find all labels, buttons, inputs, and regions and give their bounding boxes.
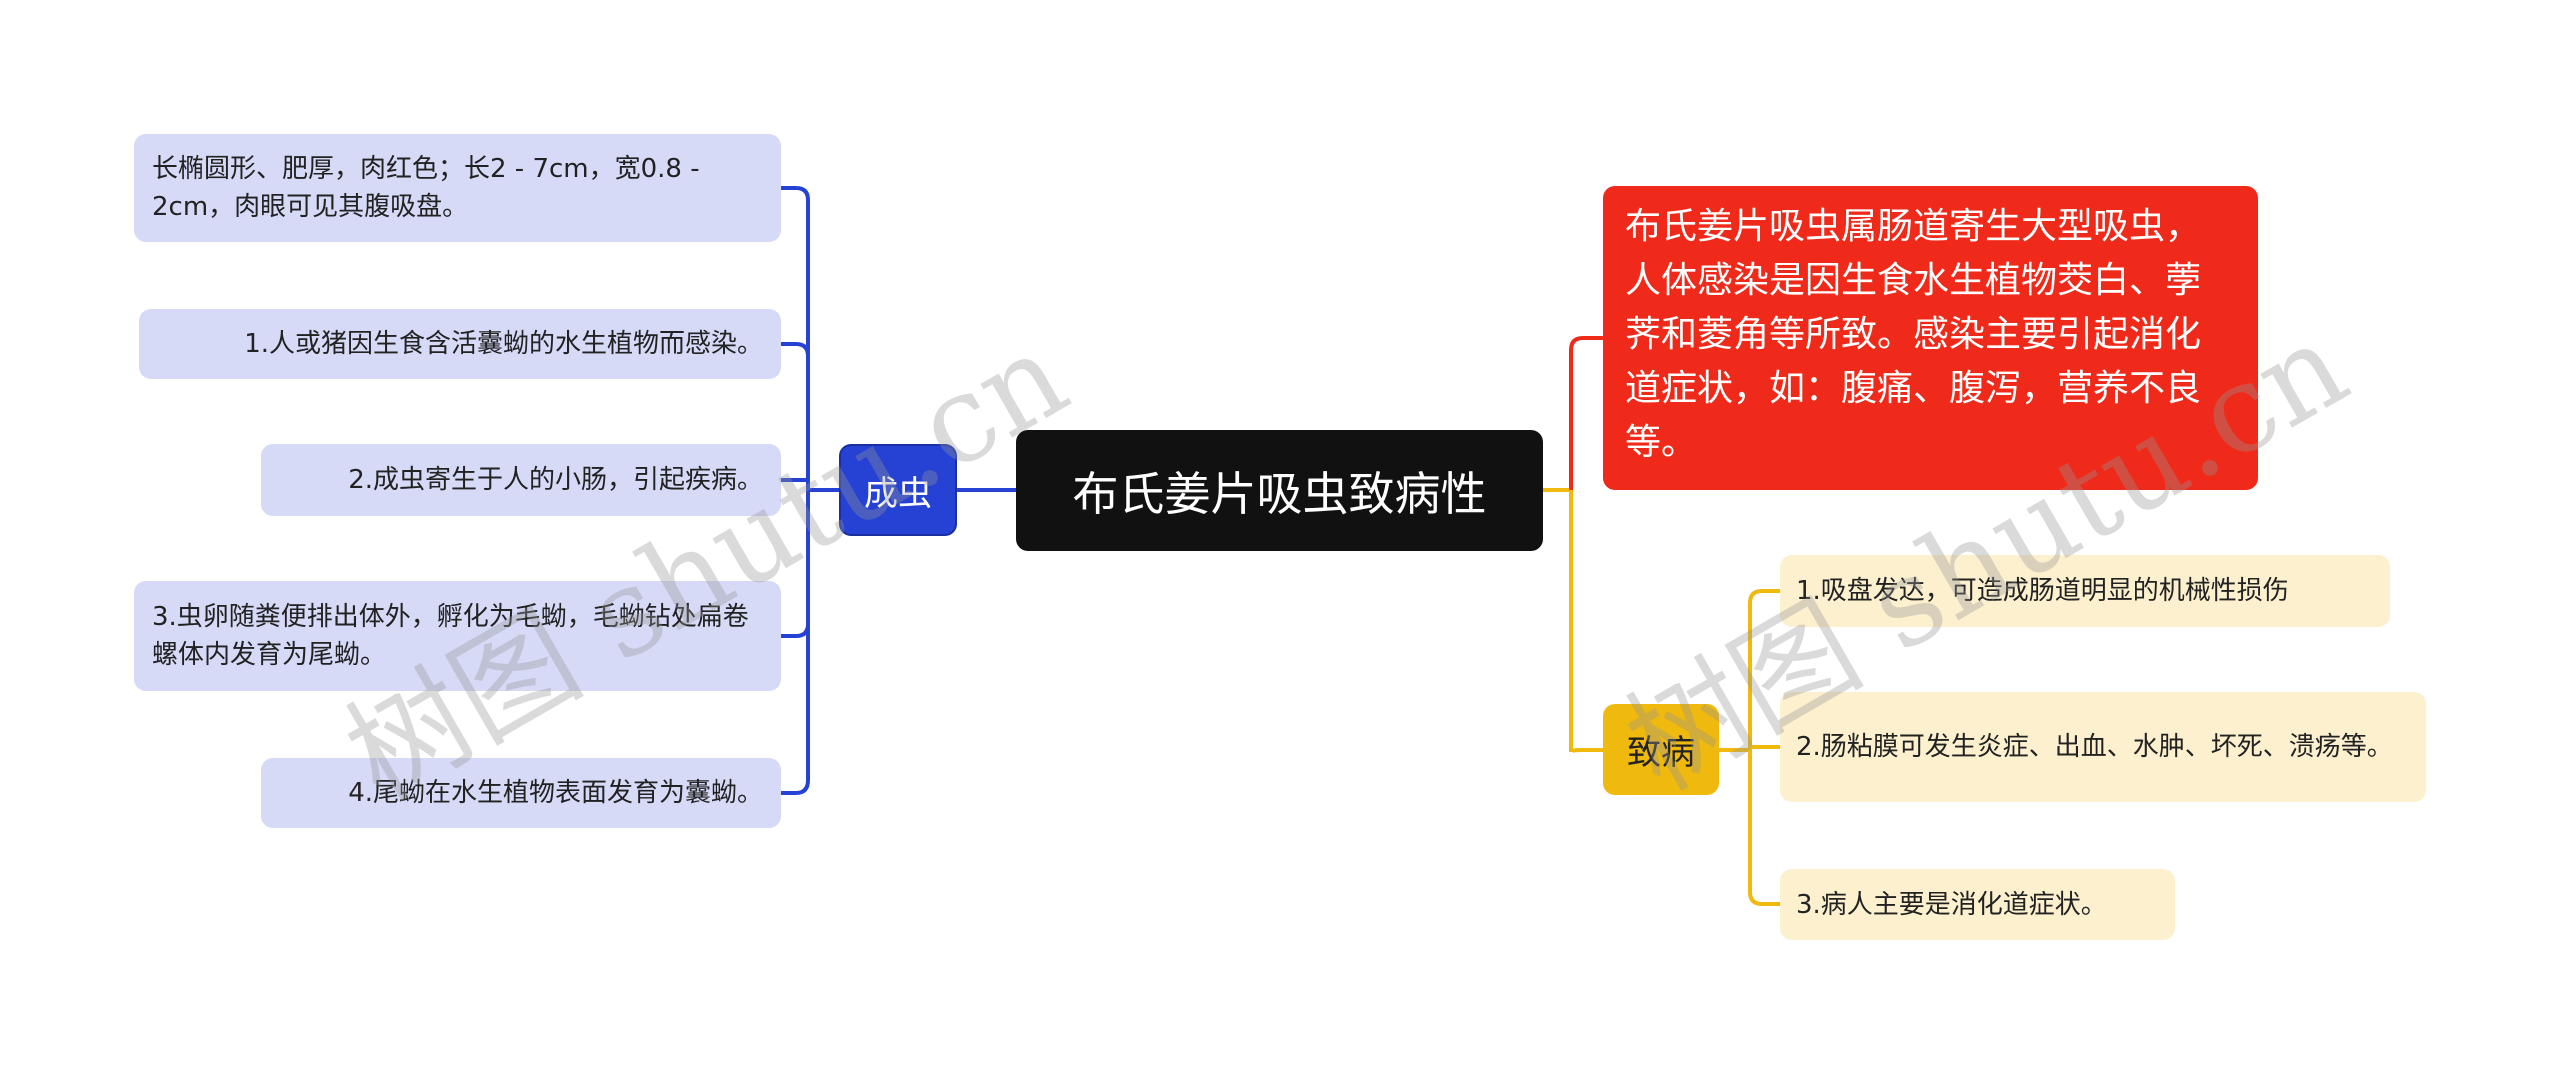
branch-pathogenesis[interactable]: 致病 — [1603, 704, 1719, 795]
leaf-parasitism[interactable]: 2.成虫寄生于人的小肠，引起疾病。 — [261, 444, 781, 516]
leaf-life-cycle[interactable]: 3.虫卵随粪便排出体外，孵化为毛蚴，毛蚴钻处扁卷螺体内发育为尾蚴。 — [134, 581, 781, 691]
leaf-mucosa-lesions[interactable]: 2.肠粘膜可发生炎症、出血、水肿、坏死、溃疡等。 — [1780, 692, 2426, 802]
leaf-sucker-damage[interactable]: 1.吸盘发达，可造成肠道明显的机械性损伤 — [1780, 555, 2390, 627]
leaf-infection[interactable]: 1.人或猪因生食含活囊蚴的水生植物而感染。 — [139, 309, 781, 379]
center-topic[interactable]: 布氏姜片吸虫致病性 — [1016, 430, 1543, 551]
leaf-morphology[interactable]: 长椭圆形、肥厚，肉红色；长2 - 7cm，宽0.8 - 2cm，肉眼可见其腹吸盘… — [134, 134, 781, 242]
leaf-symptoms[interactable]: 3.病人主要是消化道症状。 — [1780, 869, 2175, 940]
branch-adult-worm[interactable]: 成虫 — [839, 444, 957, 536]
leaf-metacercaria[interactable]: 4.尾蚴在水生植物表面发育为囊蚴。 — [261, 758, 781, 828]
summary-node[interactable]: 布氏姜片吸虫属肠道寄生大型吸虫，人体感染是因生食水生植物茭白、荸荠和菱角等所致。… — [1603, 186, 2258, 490]
